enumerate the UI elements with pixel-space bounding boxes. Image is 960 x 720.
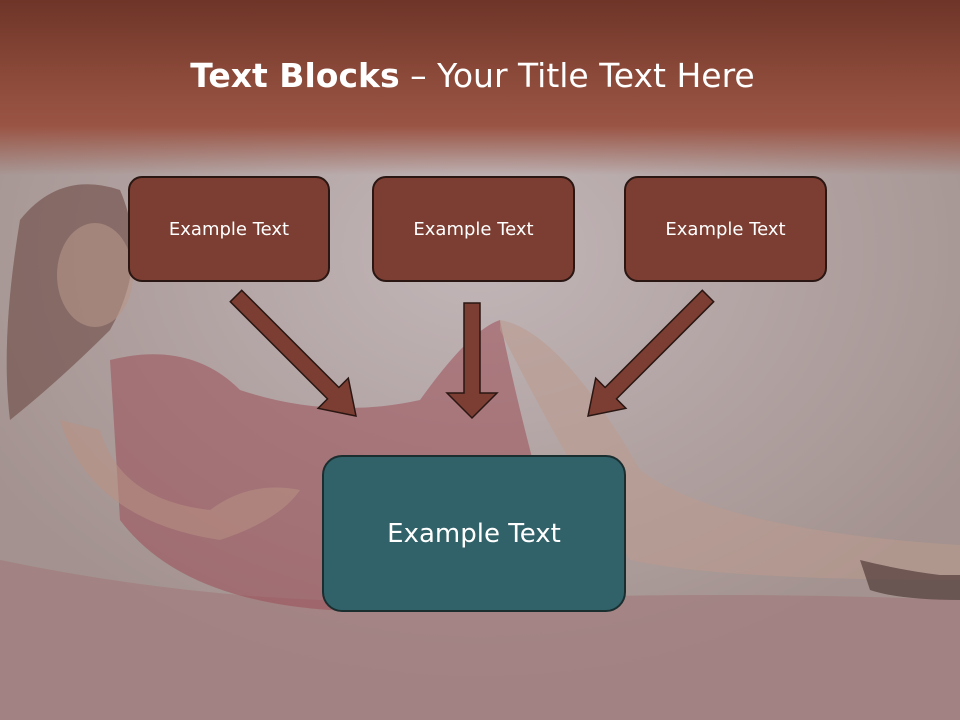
target-box[interactable]: Example Text (322, 455, 626, 612)
source-box-2[interactable]: Example Text (372, 176, 575, 282)
title-band (0, 0, 960, 175)
source-box-1-label: Example Text (168, 218, 290, 240)
source-box-1[interactable]: Example Text (128, 176, 330, 282)
target-box-label: Example Text (387, 518, 561, 549)
source-box-3[interactable]: Example Text (624, 176, 827, 282)
slide-title: Text Blocks – Your Title Text Here (0, 54, 945, 98)
title-separator: – (399, 56, 438, 95)
title-bold: Text Blocks (190, 56, 400, 95)
source-box-3-label: Example Text (665, 218, 786, 240)
source-box-2-label: Example Text (413, 218, 534, 240)
title-rest: Your Title Text Here (437, 56, 755, 95)
